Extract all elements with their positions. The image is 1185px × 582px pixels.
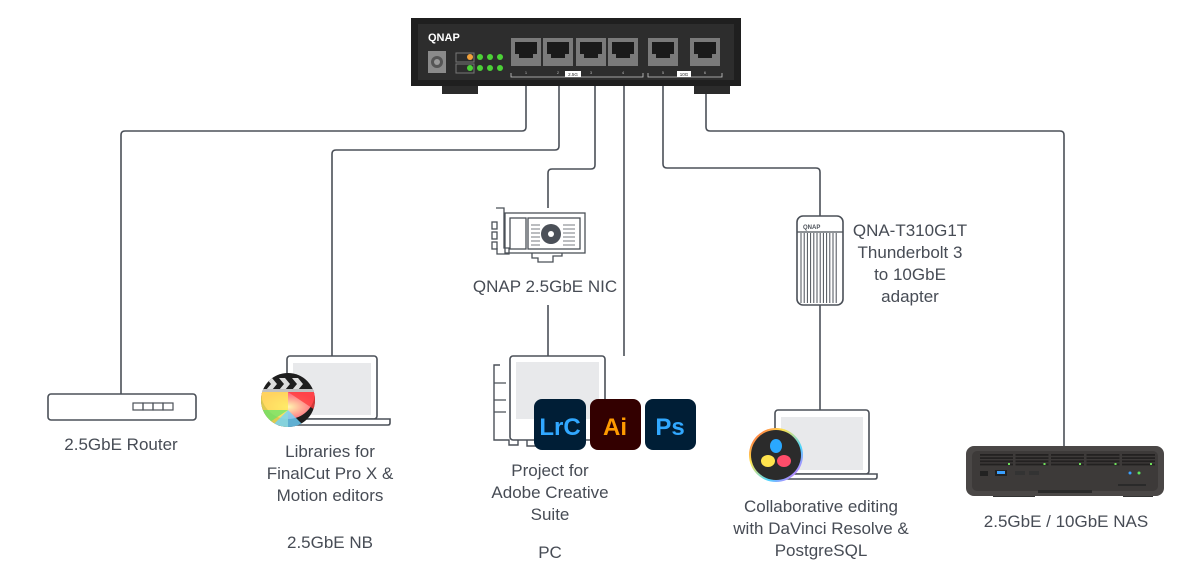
cable-port1-router [120,76,527,394]
illustrator-icon: Ai [590,399,641,450]
adapter-description-line: QNA-T310G1T [852,221,968,240]
mac-description: Collaborative editing with DaVinci Resol… [716,496,926,562]
adapter-description: QNA-T310G1T Thunderbolt 3 to 10GbE adapt… [850,220,970,308]
cable-port6-nas [705,76,1065,446]
svg-text:Ai: Ai [603,414,627,441]
group-label-10g: 10G [680,72,689,77]
davinci-resolve-icon [749,428,803,482]
drive-bay-led [1008,463,1010,465]
nas-label: 2.5GbE / 10GbE NAS [983,512,1149,531]
ethernet-port-3: 3 [576,38,606,75]
mac-description-line: with DaVinci Resolve & [733,519,909,538]
adapter-description-line: adapter [881,287,939,306]
port-number: 2 [557,70,560,75]
adapter-description-line: Thunderbolt 3 [857,243,963,262]
switch-brand: QNAP [428,32,460,44]
drive-bay-led [1150,463,1152,465]
nic-card-icon [491,207,586,263]
router-label: 2.5GbE Router [64,435,178,454]
drive-bay-led [1079,463,1081,465]
svg-text:LrC: LrC [539,414,580,441]
pc-description-line: Adobe Creative [491,483,609,502]
pc-type-label: PC [538,543,562,562]
nas-icon [966,446,1164,497]
ethernet-port-4: 4 [608,38,638,75]
port-number: 5 [662,70,665,75]
port-number: 1 [525,70,528,75]
status-led-amber [467,54,473,60]
router-icon [47,393,197,421]
pc-description-line: Project for [511,461,589,480]
port-number: 3 [590,70,593,75]
mac-description-line: Collaborative editing [743,497,899,516]
pc-description: Project for Adobe Creative Suite [470,460,630,526]
notebook-description-line: FinalCut Pro X & [266,464,394,483]
notebook-description-line: Libraries for [285,442,375,461]
notebook-type-label: 2.5GbE NB [287,533,373,552]
notebook-description: Libraries for FinalCut Pro X & Motion ed… [240,441,420,507]
qnap-switch: QNAP 1 2 3 4 5 6 2.5G 10G [411,18,741,94]
cable-port3-nic [547,76,596,208]
ethernet-port-1: 1 [511,38,541,75]
svg-text:QNAP: QNAP [803,225,820,231]
ethernet-port-2: 2 [543,38,573,75]
drive-bay-led [1114,463,1117,465]
thunderbolt-adapter-icon: QNAP [796,215,844,306]
mac-description-line: PostgreSQL [774,541,868,560]
lightroom-classic-icon: LrC [534,399,586,450]
adapter-description-line: to 10GbE [874,265,946,284]
fan-icon [541,224,561,244]
port-number: 4 [622,70,625,75]
ethernet-port-6: 6 [690,38,720,75]
cable-port5-adapter [662,76,821,216]
notebook-description-line: Motion editors [276,486,384,505]
svg-text:Ps: Ps [655,414,684,441]
ethernet-port-5: 5 [648,38,678,75]
cable-port2-notebook [331,76,560,356]
group-label-2.5g: 2.5G [568,72,578,77]
photoshop-icon: Ps [645,399,696,450]
port-number: 6 [704,70,707,75]
drive-bay-led [1043,463,1046,465]
pc-description-line: Suite [530,505,570,524]
nic-label: QNAP 2.5GbE NIC [472,277,618,296]
